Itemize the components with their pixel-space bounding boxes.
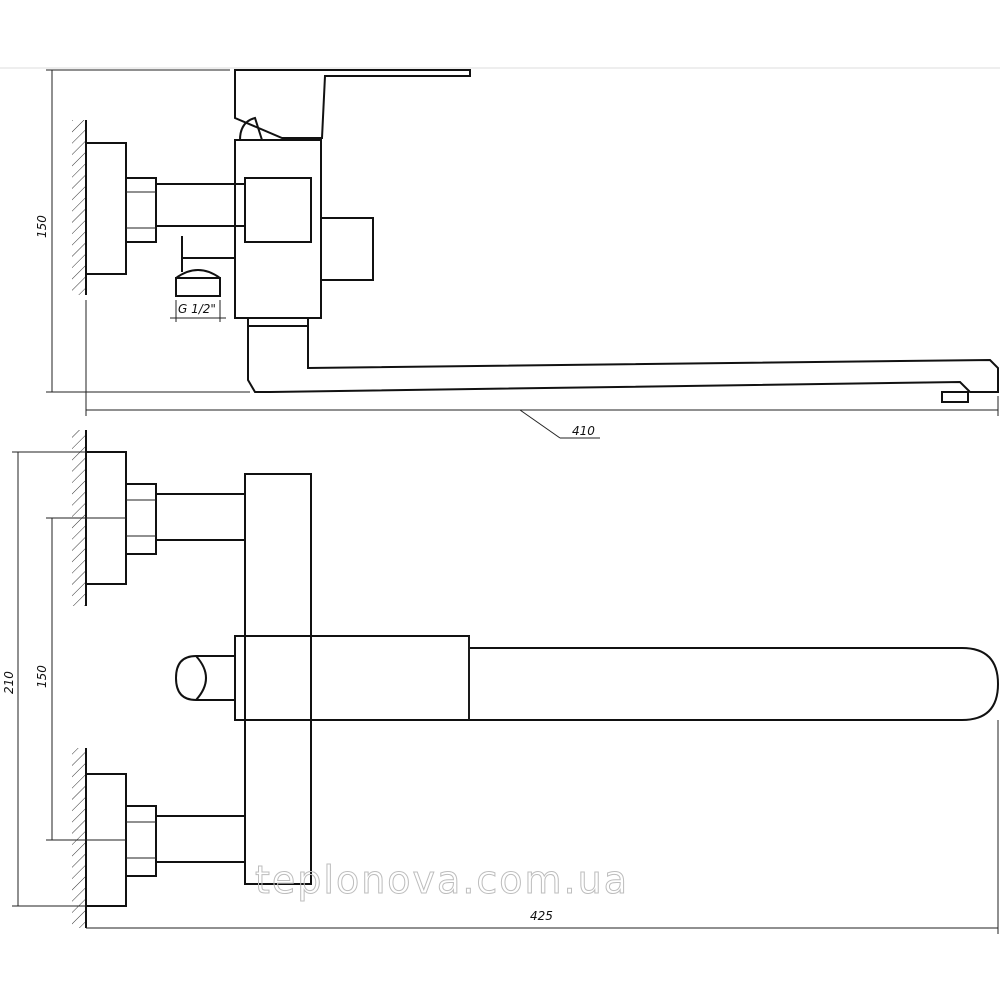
nut-lower <box>125 805 157 877</box>
dim-label-top-length: 425 <box>530 909 553 923</box>
nut-upper <box>125 483 157 555</box>
wall-hatch-side <box>72 120 86 295</box>
thread-label: G 1/2" <box>178 302 216 316</box>
spout-collar <box>247 317 309 327</box>
aerator <box>941 391 969 403</box>
top-view: 210 150 425 <box>2 430 1000 934</box>
nut-side <box>125 177 157 243</box>
cartridge-cap <box>239 116 263 141</box>
escutcheon-side <box>85 142 127 275</box>
diverter-knob <box>174 655 235 701</box>
dim-label-side-height: 150 <box>35 215 49 238</box>
diverter-block <box>320 217 374 281</box>
spout-top <box>469 647 1000 721</box>
dim-label-top-total: 210 <box>2 671 16 694</box>
fitting-cap <box>175 269 221 279</box>
mixer-body-top <box>244 473 312 885</box>
lever-handle <box>234 69 471 139</box>
body-inner-square <box>244 177 312 243</box>
spout-side <box>247 325 999 393</box>
wall-hatch-lower <box>72 748 86 928</box>
fitting-g12 <box>175 277 221 297</box>
mixer-body-side <box>234 139 322 319</box>
dim-label-top-spacing: 150 <box>35 665 49 688</box>
side-view: 150 410 G 1/2" <box>35 69 999 439</box>
dim-label-side-length: 410 <box>572 424 595 438</box>
dim-leader-side-length <box>519 409 561 439</box>
watermark-text: teplonova.com.ua <box>255 858 629 902</box>
central-block <box>234 635 470 721</box>
